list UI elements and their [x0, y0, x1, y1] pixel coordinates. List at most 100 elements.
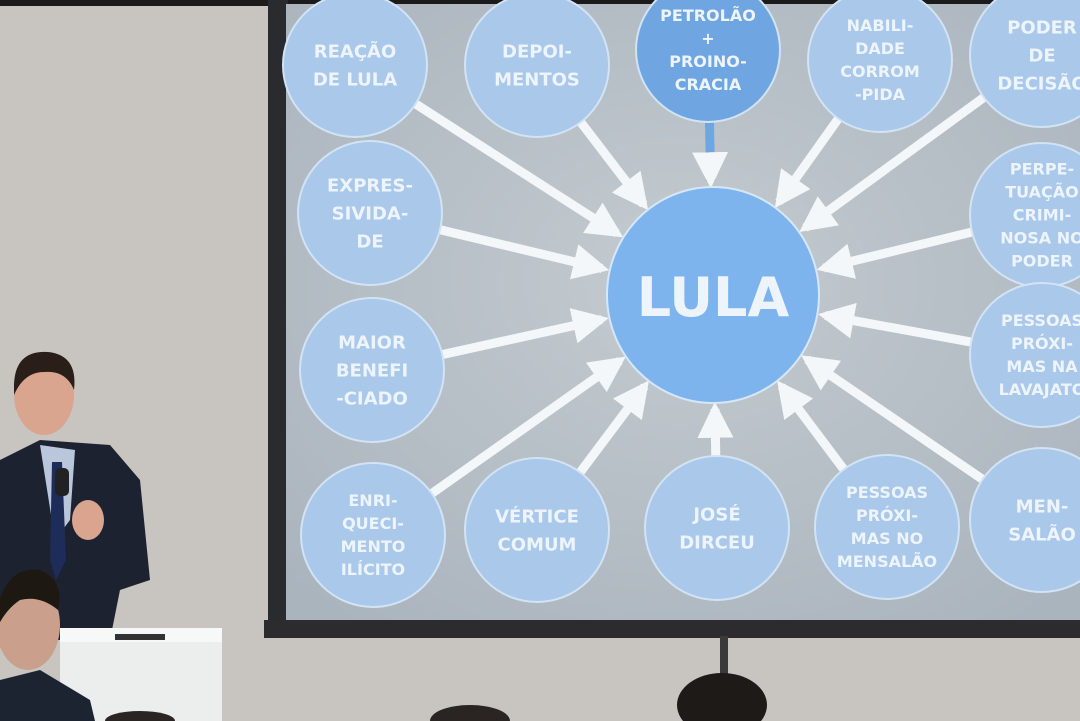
node-label-line: BENEFI	[336, 360, 408, 381]
arrow-depoimentos	[575, 117, 649, 211]
arrow-lavajato	[818, 302, 974, 347]
node-circle	[969, 282, 1080, 428]
node-label-line: PRÓXI-	[1011, 334, 1073, 353]
node-label-line: PERPE-	[1010, 160, 1074, 179]
center-node: LULA	[606, 186, 820, 404]
arrow-maior	[439, 308, 609, 360]
audience-member	[0, 569, 95, 721]
node-label: EXPRES-SIVIDA-DE	[327, 175, 413, 252]
node-circle	[644, 455, 790, 601]
node-label-line: PESSOAS	[846, 483, 928, 502]
arrow-dirceu	[697, 401, 734, 459]
node-poder: PODER DE DECISÃO	[969, 0, 1080, 128]
node-label-line: NOSA NO	[1000, 229, 1080, 248]
screen-stand	[720, 636, 728, 686]
node-label-line: DE	[1028, 45, 1055, 66]
arrow-reacao	[411, 99, 624, 238]
arrows	[411, 92, 989, 499]
screen-bottom-bar	[264, 620, 1080, 638]
node-circle	[969, 0, 1080, 128]
arrow-perpetuacao	[816, 227, 976, 279]
node-circle	[300, 462, 446, 608]
node-label-line: PESSOAS	[1001, 311, 1080, 330]
node-label-line: NABILI-	[847, 16, 914, 35]
arrow-vertice	[575, 380, 649, 477]
audience-head	[105, 711, 175, 721]
node-circle	[464, 0, 610, 138]
node-label-line: MAIOR	[338, 332, 406, 353]
node-label-line: CRACIA	[675, 75, 742, 94]
laptop	[115, 634, 165, 640]
arrow-mensalao-pessoas	[777, 380, 849, 474]
screen-frame-left	[268, 0, 288, 628]
node-label-line: PRÓXI-	[856, 506, 918, 525]
microphone	[55, 468, 69, 496]
node-label-line: PETROLÃO	[660, 6, 756, 25]
node-label-line: DE	[356, 231, 383, 252]
node-label-line: -CIADO	[336, 388, 408, 409]
node-label-line: LAVAJATO	[999, 380, 1080, 399]
node-label-line: DECISÃO	[997, 71, 1080, 94]
node-label-line: COMUM	[498, 534, 577, 555]
node-label-line: EXPRES-	[327, 175, 413, 196]
node-label-line: -PIDA	[855, 85, 906, 104]
node-label-line: REAÇÃO	[314, 39, 397, 62]
node-circle	[814, 454, 960, 600]
node-label: VÉRTICE COMUM	[495, 505, 579, 555]
node-circle	[464, 457, 610, 603]
node-label-line: PROINO-	[669, 52, 747, 71]
node-label-line: DE LULA	[313, 69, 397, 90]
node-mensalao: MEN-SALÃO	[969, 447, 1080, 593]
node-circle	[297, 140, 443, 286]
node-label-line: QUECI-	[342, 514, 404, 533]
arrow-expressividade	[437, 224, 610, 280]
center-label: LULA	[637, 266, 790, 329]
node-label: MAIOR BENEFI -CIADO	[336, 332, 408, 409]
node-label-line: VÉRTICE	[495, 505, 579, 527]
node-circle	[635, 0, 781, 123]
node-label-line: TUAÇÃO	[1005, 183, 1079, 202]
node-label: PETROLÃO + PROINO- CRACIA	[660, 6, 756, 94]
node-label: PODER DE DECISÃO	[997, 17, 1080, 94]
arrow-mensalao	[801, 355, 987, 485]
node-label-line: ILÍCITO	[341, 560, 405, 579]
node-circle	[807, 0, 953, 133]
node-label-line: PODER	[1011, 252, 1073, 271]
node-label-line: PODER	[1007, 17, 1077, 38]
node-label: DEPOI-MENTOS	[494, 41, 580, 90]
arrow-petrolao	[692, 119, 729, 189]
node-vertice: VÉRTICE COMUM	[464, 457, 610, 603]
node-label-line: DIRCEU	[679, 532, 755, 553]
node-circle	[969, 447, 1080, 593]
node-petrolao: PETROLÃO + PROINO- CRACIA	[635, 0, 781, 123]
node-circle	[282, 0, 428, 138]
node-label-line: DEPOI-	[502, 41, 572, 62]
arrow-poder	[799, 92, 989, 233]
node-label-line: MAS NO	[851, 529, 923, 548]
node-maior: MAIOR BENEFI -CIADO	[299, 297, 445, 443]
diagram-nodes: REAÇÃO DE LULA DEPOI-MENTOS PETROLÃO + PROINO…	[282, 0, 1080, 608]
audience-head	[430, 705, 510, 721]
node-label-line: MENTO	[341, 537, 406, 556]
audience-head	[677, 673, 767, 721]
node-label-line: DADE	[855, 39, 905, 58]
node-label: MEN-SALÃO	[1008, 496, 1076, 545]
node-circle	[299, 297, 445, 443]
node-label: REAÇÃO DE LULA	[313, 39, 397, 90]
node-expressividade: EXPRES-SIVIDA-DE	[297, 140, 443, 286]
node-label-line: JOSÉ	[691, 503, 740, 525]
node-label-line: SALÃO	[1008, 522, 1076, 545]
arrow-enriquecimento	[427, 356, 626, 499]
node-reacao: REAÇÃO DE LULA	[282, 0, 428, 138]
node-label-line: +	[701, 29, 714, 48]
